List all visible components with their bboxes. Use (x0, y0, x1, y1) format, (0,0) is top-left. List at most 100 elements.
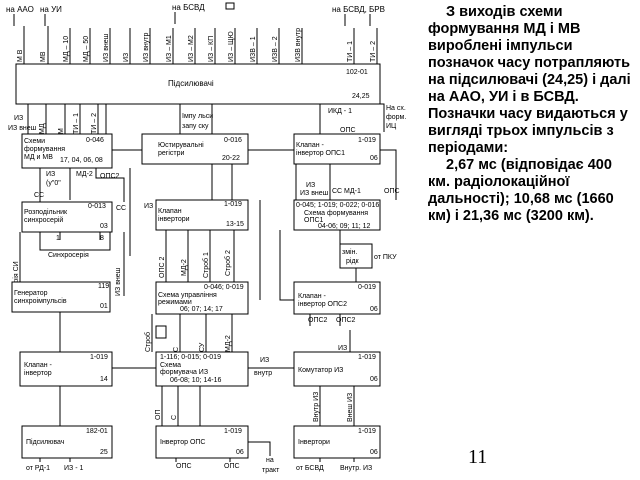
pulse-label-1: Імпу льси (182, 113, 213, 120)
amp-in-m: М (58, 128, 65, 134)
inverters-pins: 06 (370, 449, 378, 456)
former-ops1-code: 0-045; 1-019; 0-022; 0-016 (296, 202, 379, 209)
commutator-title: Комутатор ИЗ (298, 367, 343, 374)
amp-title: Підсилювачі (168, 79, 214, 88)
bottom-lines (39, 441, 355, 462)
block-clamp-ops2 (293, 281, 381, 315)
block-diagram: на ААО на УИ на БСВД на БСВД, БРВ М В МВ… (6, 2, 406, 474)
sig-n1: 1 (56, 235, 60, 242)
top-arrows (13, 12, 371, 26)
amp-out-9: ИЗ – М2 (188, 35, 195, 62)
sig-ops2-c: ОПС2 (336, 317, 356, 324)
sig-iz-u0: (у"0" (46, 180, 61, 187)
md-former-t3: МД и МВ (24, 154, 53, 161)
sig-iz-2: ИЗ (144, 203, 153, 210)
sig-from-bsvd: от БСВД (296, 465, 324, 472)
inv-ops-code: 1-019 (224, 428, 242, 435)
amp-in-ti1: ТИ – 1 (73, 113, 80, 134)
sig-iz-3: ИЗ (338, 345, 347, 352)
amp-pins: 24,25 (352, 93, 370, 100)
amp-block (15, 63, 381, 105)
amp-out-13: ИЗВ – 2 (272, 36, 279, 62)
sig-cc-md1: СС МД-1 (332, 188, 361, 195)
block-generator (11, 281, 111, 313)
sig-from-rd: от РД-1 (26, 465, 50, 472)
to-form-2: форм. (386, 114, 406, 121)
amp-code: 102-01 (346, 69, 368, 76)
sig-ops2-a: ОПС 2 (159, 257, 166, 278)
former-iz-t2: формувача ИЗ (160, 369, 208, 376)
modes-t2: режимами (158, 299, 192, 306)
sig-su: СУ (199, 342, 206, 352)
adj-reg-pins: 20-22 (222, 155, 240, 162)
sig-s2: С (171, 415, 178, 420)
sig-ops2-b: ОПС2 (308, 317, 328, 324)
pulse-label-2: запу ску (182, 123, 209, 130)
sig-vnesh-iz: Внеш ИЗ (347, 393, 354, 422)
amp-out-14: ИЗВ внутр (295, 28, 302, 62)
generator-t1: Генератор (14, 290, 48, 297)
clamp-inv-pins: 13-15 (226, 221, 244, 228)
sig-ops-c: ОПС (224, 463, 240, 470)
amp-out-7: ИЗ внутр (143, 33, 150, 62)
block-inverters (293, 425, 381, 459)
distributor-code: 0-013 (88, 203, 106, 210)
block-adj-reg (141, 133, 249, 165)
sig-iz-vnutr-a: ИЗ (260, 357, 269, 364)
distributor-pins: 03 (100, 223, 108, 230)
ikd-label: ИКД - 1 (328, 108, 352, 115)
inv-ops-title: Інвертор ОПС (160, 439, 205, 446)
amplifier-pins: 25 (100, 449, 108, 456)
inverters-code: 1-019 (358, 428, 376, 435)
generator-code: 119 (98, 283, 109, 290)
inv-ops-pins: 06 (236, 449, 244, 456)
sig-cc: СС (34, 192, 44, 199)
amp-in-ti2: ТИ – 2 (91, 113, 98, 134)
to-bsvd-label: на БСВД (172, 3, 205, 12)
commutator-code: 1-019 (358, 354, 376, 361)
clamp-inv-t2: інвертори (158, 215, 190, 223)
adj-reg-code: 0-016 (224, 137, 242, 144)
amp-out-12: ИЗВ – 1 (250, 36, 257, 62)
sig-ops: ОПС (384, 188, 400, 195)
sig-vnutr-iz-b: Внутр. ИЗ (340, 465, 372, 472)
sig-s: С (173, 347, 180, 352)
sig-iz-1: ИЗ - 1 (64, 465, 83, 472)
sig-ops-b: ОПС (176, 463, 192, 470)
ops-top-label: ОПС (340, 127, 356, 134)
sig-sync-series: Синхросерія (48, 251, 89, 259)
amp-input-lines (27, 104, 107, 134)
sig-md2-a: МД-2 (181, 259, 188, 276)
amp-out-16: ТИ – 2 (370, 41, 377, 62)
side-paragraph-2: 2,67 мс (відповідає 400 км. радіолокацій… (428, 157, 614, 224)
sig-strob: Строб (144, 332, 152, 352)
side-text: З виходів схеми формування МД і МВ вироб… (428, 4, 634, 225)
sig-strob2: Строб 2 (224, 250, 232, 276)
amp-out-3: МД – 10 (63, 36, 70, 62)
clamp-ops2-t2: інвертор ОПС2 (298, 300, 347, 308)
amp-out-11: ИЗ – ЩЮ (228, 31, 235, 62)
former-iz-pins: 06-08; 10; 14-16 (170, 377, 221, 384)
md-former-code: 0-046 (86, 137, 104, 144)
sig-n8: 8 (100, 235, 104, 242)
clamp-inv-t1: Клапан (158, 208, 182, 215)
mid-lines-2 (295, 149, 397, 200)
amp-out-5: ИЗ внеш (103, 33, 110, 62)
sig-strob1: Строб 1 (202, 252, 210, 278)
former-iz-code: 1-116; 0-015; 0-019 (160, 354, 221, 361)
block-distributor (21, 201, 113, 233)
sig-vnutr-iz: Внутр ИЗ (313, 392, 320, 422)
generator-t2: синхроімпульсів (14, 297, 67, 305)
block-modes (155, 281, 249, 315)
sig-iz-vnutr: внутр (254, 370, 272, 377)
to-ui-label: на УИ (40, 5, 62, 14)
side-paragraph-1: З виходів схеми формування МД і МВ вироб… (428, 4, 631, 156)
block-clamp-inv (155, 199, 249, 231)
amplifier-code: 182-01 (86, 428, 108, 435)
page-number: 11 (468, 446, 488, 468)
lower-lines-1 (59, 312, 341, 352)
block-amplifier (21, 425, 113, 459)
to-bsvd-brv-label: на БСВД, БРВ (332, 5, 385, 14)
small-marker (225, 2, 235, 10)
adj-reg-t1: Юстирувальні (158, 141, 204, 149)
